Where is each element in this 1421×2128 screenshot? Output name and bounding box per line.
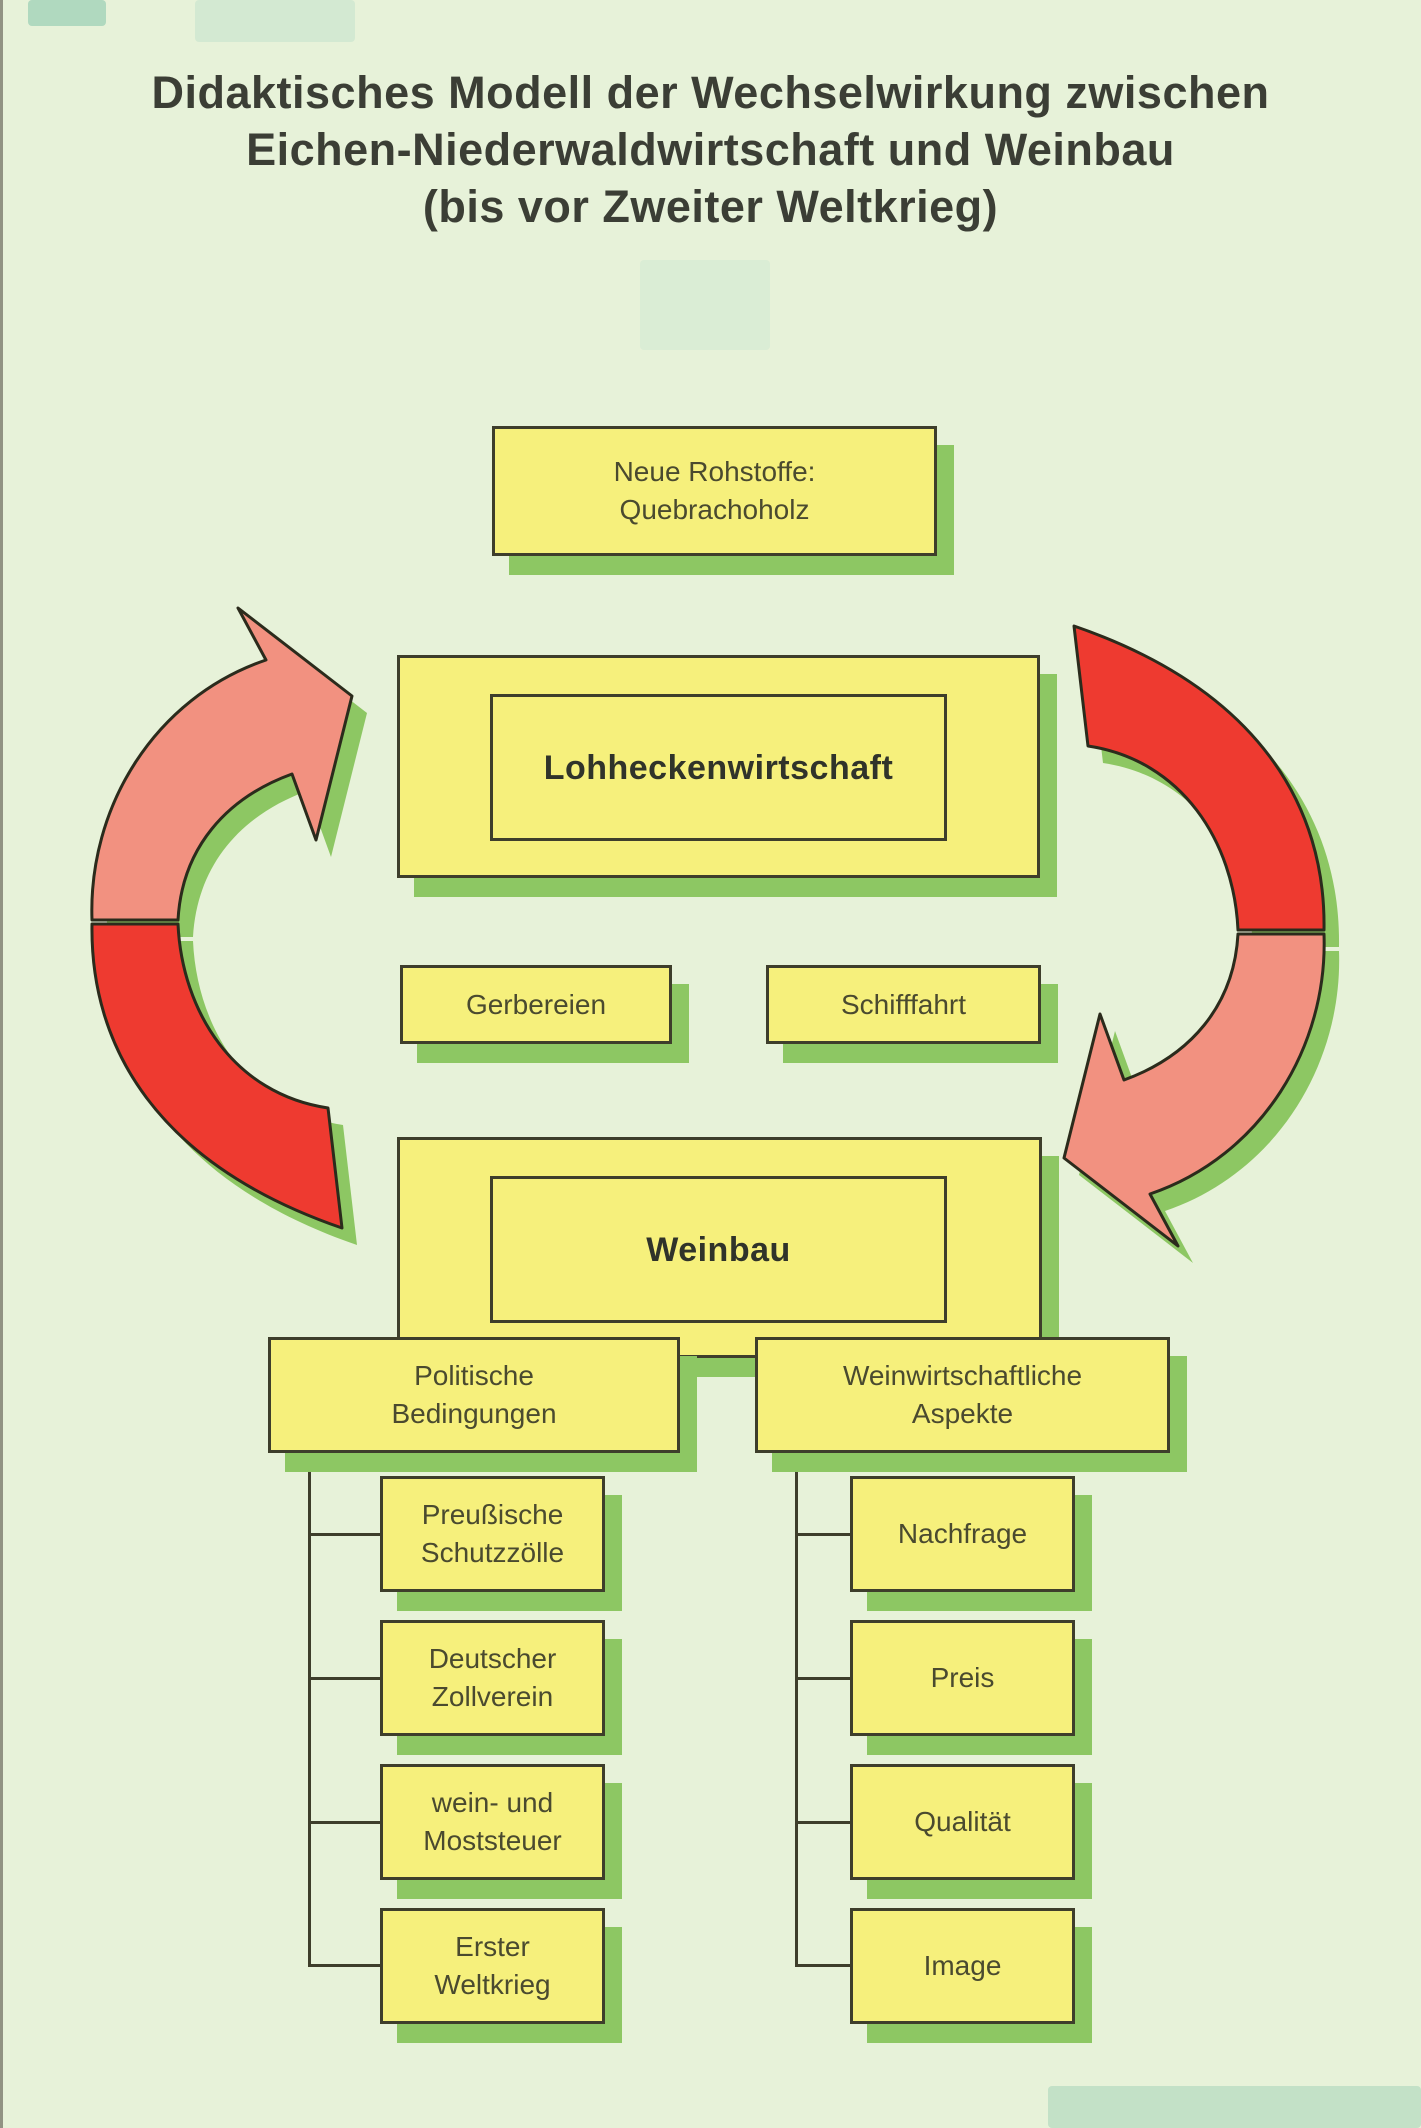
box-weltkrieg-line2: Weltkrieg [434,1969,551,2000]
box-wein-und-moststeuer: wein- und Moststeuer [380,1764,605,1880]
box-schifffahrt-label: Schifffahrt [840,988,967,1020]
box-nachfrage-label: Nachfrage [897,1518,1028,1549]
cycle-arrow-left-head [90,606,354,922]
cycle-arrow-right-head [1062,932,1326,1248]
scan-artifact-top [195,0,355,42]
box-weinwirt-line2: Aspekte [911,1398,1014,1429]
box-preis: Preis [850,1620,1075,1736]
connector-left-trunk [308,1453,311,1967]
scan-artifact-mottle [640,260,770,350]
box-preussische-line1: Preußische [421,1499,564,1530]
box-zollverein-line2: Zollverein [431,1681,554,1712]
box-gerbereien-label: Gerbereien [465,988,607,1020]
cycle-arrow-left-tail [90,922,344,1230]
connector-right-branch-2 [795,1677,850,1680]
connector-left-branch-3 [308,1821,380,1824]
page-title-line3: (bis vor Zweiter Weltkrieg) [422,181,999,232]
box-neue-rohstoffe-line1: Neue Rohstoffe: [613,456,816,487]
box-preussische-schutzzoelle: Preußische Schutzzölle [380,1476,605,1592]
connector-right-branch-4 [795,1964,850,1967]
box-image: Image [850,1908,1075,2024]
box-gerbereien: Gerbereien [400,965,672,1044]
connector-right-branch-3 [795,1821,850,1824]
box-qualitaet-label: Qualität [914,1806,1011,1837]
box-lohheckenwirtschaft-inner: Lohheckenwirtschaft [490,694,947,841]
box-politische-line1: Politische [414,1360,534,1391]
connector-left-branch-2 [308,1677,380,1680]
cycle-arrow-right-tail [1072,624,1326,932]
box-preussische-line2: Schutzzölle [420,1537,565,1568]
scan-edge-line [0,0,3,2128]
box-weinbau: Weinbau [397,1137,1042,1358]
box-deutscher-zollverein: Deutscher Zollverein [380,1620,605,1736]
connector-right-branch-1 [795,1533,850,1536]
box-zollverein-line1: Deutscher [428,1643,557,1674]
box-schifffahrt: Schifffahrt [766,965,1041,1044]
box-politische-line2: Bedingungen [391,1398,557,1429]
page-title-line1: Didaktisches Modell der Wechselwirkung z… [151,67,1270,118]
box-preis-label: Preis [930,1662,995,1693]
box-weltkrieg-line1: Erster [455,1931,530,1962]
scan-artifact-top-left [28,0,106,26]
box-moststeuer-line1: wein- und [431,1787,554,1818]
page-title-line2: Eichen-Niederwaldwirtschaft und Weinbau [246,124,1175,175]
box-nachfrage: Nachfrage [850,1476,1075,1592]
box-neue-rohstoffe: Neue Rohstoffe: Quebrachoholz [492,426,937,556]
connector-right-trunk [795,1453,798,1967]
box-erster-weltkrieg: Erster Weltkrieg [380,1908,605,2024]
box-weinwirt-line1: Weinwirtschaftliche [842,1360,1083,1391]
connector-left-branch-4 [308,1964,380,1967]
cycle-arrow-right [1062,624,1340,1263]
box-weinbau-inner: Weinbau [490,1176,947,1323]
box-qualitaet: Qualität [850,1764,1075,1880]
box-neue-rohstoffe-line2: Quebrachoholz [619,494,810,525]
box-politische-bedingungen: Politische Bedingungen [268,1337,680,1453]
box-lohheckenwirtschaft-label: Lohheckenwirtschaft [543,748,894,787]
connector-left-branch-1 [308,1533,380,1536]
box-moststeuer-line2: Moststeuer [423,1825,562,1856]
box-image-label: Image [923,1950,1002,1981]
cycle-arrow-left [90,606,368,1245]
scan-artifact-bottom-right [1048,2086,1421,2128]
box-lohheckenwirtschaft: Lohheckenwirtschaft [397,655,1040,878]
page-title: Didaktisches Modell der Wechselwirkung z… [0,64,1421,235]
box-weinwirtschaftliche-aspekte: Weinwirtschaftliche Aspekte [755,1337,1170,1453]
box-weinbau-label: Weinbau [646,1230,791,1269]
